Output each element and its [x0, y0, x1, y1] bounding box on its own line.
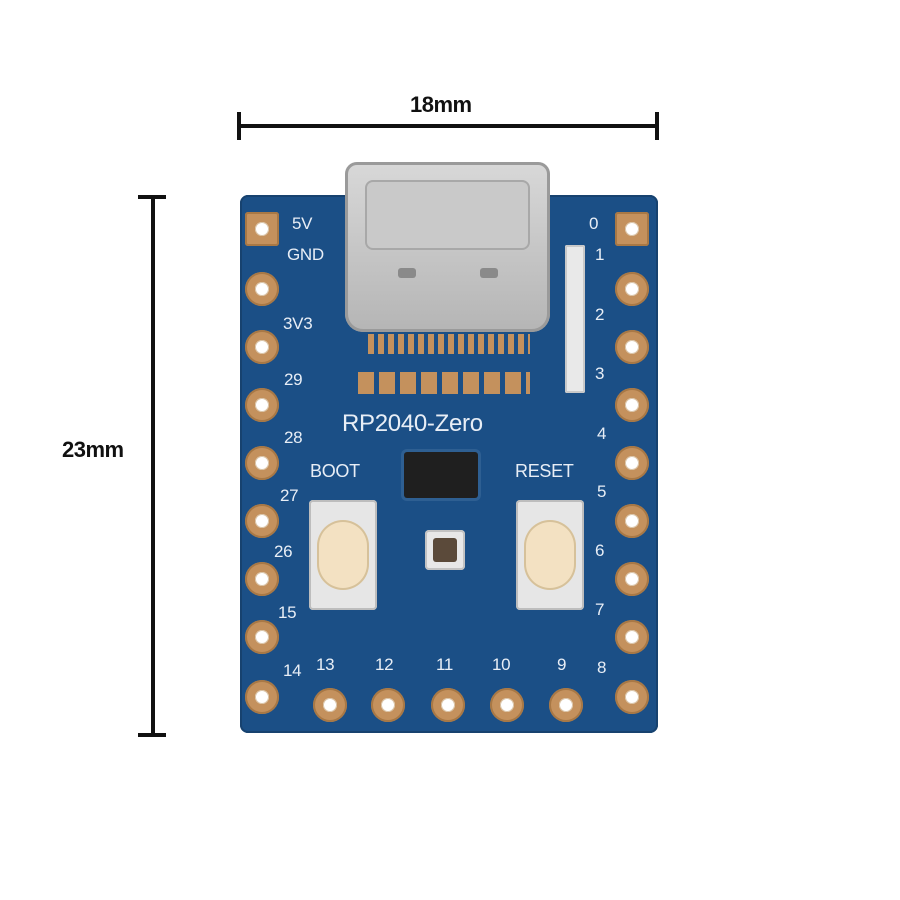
pin-label-2: 2 — [595, 305, 605, 324]
usb-c-hole-right — [480, 268, 498, 278]
test-pads — [358, 372, 530, 394]
pin-label-3: 3 — [595, 364, 605, 383]
antenna — [565, 245, 585, 393]
boot-button-cap — [317, 520, 369, 590]
board-name-label: RP2040-Zero — [342, 410, 483, 437]
left-pin-pad-8 — [245, 620, 279, 654]
left-pin-pad-5 — [245, 446, 279, 480]
reset-button-cap — [524, 520, 576, 590]
reset-label: RESET — [515, 461, 574, 481]
usb-c-opening — [365, 180, 530, 250]
pin-label-8: 8 — [597, 658, 607, 677]
pin-label-10: 10 — [492, 655, 511, 674]
bottom-pin-pad-4 — [490, 688, 524, 722]
width-dimension-tick-right — [655, 112, 659, 140]
usb-c-pins — [368, 334, 530, 354]
left-pin-pad-1 — [245, 212, 279, 246]
height-dimension-label: 23mm — [62, 437, 124, 462]
width-dimension-label: 18mm — [410, 92, 472, 117]
left-pin-pad-6 — [245, 504, 279, 538]
pin-label-7: 7 — [595, 600, 605, 619]
pin-label-6: 6 — [595, 541, 605, 560]
pin-label-3v3: 3V3 — [283, 314, 313, 333]
bottom-pin-pad-3 — [431, 688, 465, 722]
right-pin-pad-8 — [615, 620, 649, 654]
right-pin-pad-1 — [615, 212, 649, 246]
pin-label-27: 27 — [280, 486, 299, 505]
bottom-pin-pad-1 — [313, 688, 347, 722]
pin-label-9: 9 — [557, 655, 567, 674]
right-pin-pad-6 — [615, 504, 649, 538]
pin-label-28: 28 — [284, 428, 303, 447]
right-pin-pad-2 — [615, 272, 649, 306]
pin-label-4: 4 — [597, 424, 607, 443]
pin-label-5v: 5V — [292, 214, 313, 233]
right-pin-pad-3 — [615, 330, 649, 364]
boot-label: BOOT — [310, 461, 360, 481]
right-pin-pad-5 — [615, 446, 649, 480]
width-dimension-tick-left — [237, 112, 241, 140]
left-pin-pad-4 — [245, 388, 279, 422]
pin-label-26: 26 — [274, 542, 293, 561]
rgb-led-core — [433, 538, 457, 562]
bottom-pin-pad-5 — [549, 688, 583, 722]
pin-label-gnd: GND — [287, 245, 324, 264]
pin-label-13: 13 — [316, 655, 335, 674]
left-pin-pad-7 — [245, 562, 279, 596]
left-pin-pad-2 — [245, 272, 279, 306]
pin-label-1: 1 — [595, 245, 605, 264]
right-pin-pad-9 — [615, 680, 649, 714]
pin-label-14: 14 — [283, 661, 302, 680]
height-dimension-tick-top — [138, 195, 166, 199]
pin-label-0: 0 — [589, 214, 599, 233]
usb-c-hole-left — [398, 268, 416, 278]
right-pin-pad-4 — [615, 388, 649, 422]
pin-label-12: 12 — [375, 655, 394, 674]
left-pin-pad-9 — [245, 680, 279, 714]
left-pin-pad-3 — [245, 330, 279, 364]
height-dimension-tick-bottom — [138, 733, 166, 737]
flash-chip — [404, 452, 478, 498]
right-pin-pad-7 — [615, 562, 649, 596]
height-dimension-line — [151, 196, 155, 736]
pin-label-11: 11 — [436, 655, 454, 674]
bottom-pin-pad-2 — [371, 688, 405, 722]
pin-label-29: 29 — [284, 370, 303, 389]
pin-label-5: 5 — [597, 482, 607, 501]
pin-label-15: 15 — [278, 603, 297, 622]
width-dimension-line — [238, 124, 658, 128]
